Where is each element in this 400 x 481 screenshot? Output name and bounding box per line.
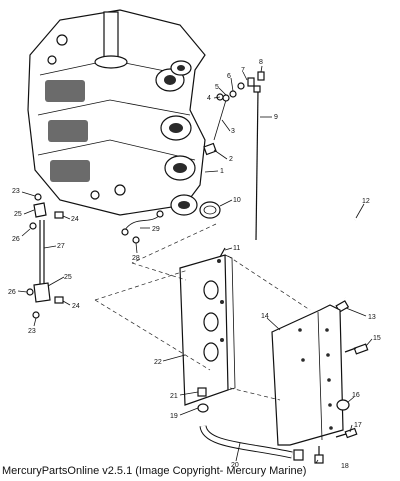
fittings-group: [203, 71, 265, 241]
callout-25-bottom: 25: [64, 274, 72, 281]
reference-lines: [94, 223, 311, 401]
callout-5: 5: [215, 84, 219, 91]
exhaust-cover: [271, 304, 344, 446]
callout-10: 10: [233, 197, 241, 204]
callout-26-top: 26: [12, 236, 20, 243]
callout-22: 22: [154, 359, 162, 366]
ground-strap: [121, 210, 164, 244]
copyright-caption: MercuryPartsOnline v2.5.1 (Image Copyrig…: [2, 465, 307, 477]
callout-7: 7: [241, 67, 245, 74]
callout-3: 3: [231, 128, 235, 135]
callout-23-bottom: 23: [28, 328, 36, 335]
callout-23-top: 23: [12, 188, 20, 195]
cylinder-block: [27, 9, 206, 216]
hose-clamp: [199, 201, 221, 219]
callout-11: 11: [233, 245, 240, 252]
callout-12: 12: [362, 198, 370, 205]
callout-17: 17: [354, 422, 362, 429]
callout-8: 8: [259, 59, 263, 66]
callout-9: 9: [274, 114, 278, 121]
callout-29: 29: [152, 226, 160, 233]
callout-16: 16: [352, 392, 360, 399]
callout-20: 20: [231, 462, 239, 469]
callout-21: 21: [170, 393, 178, 400]
cover-fasteners: [314, 343, 369, 464]
callout-4: 4: [207, 95, 211, 102]
callout-15: 15: [373, 335, 381, 342]
water-hose: [335, 218, 368, 313]
callout-19: 19: [170, 413, 178, 420]
callout-labels: 1 2 3 4 5 6 7 8 9 10 11 12 13 14 15 16 1…: [8, 59, 381, 470]
callout-24-top: 24: [71, 216, 79, 223]
leader-lines: [17, 65, 373, 464]
callout-13: 13: [368, 314, 376, 321]
drain-hose: [197, 387, 304, 461]
callout-27: 27: [57, 243, 65, 250]
exhaust-divider-plate: [179, 247, 236, 406]
callout-28: 28: [132, 255, 140, 262]
callout-18: 18: [341, 463, 349, 470]
throttle-linkage: [26, 193, 64, 319]
callout-14: 14: [261, 313, 269, 320]
callout-6: 6: [227, 73, 231, 80]
callout-25-top: 25: [14, 211, 22, 218]
callout-1: 1: [220, 168, 224, 175]
callout-24-bottom: 24: [72, 303, 80, 310]
callout-26-bottom: 26: [8, 289, 16, 296]
callout-2: 2: [229, 156, 233, 163]
